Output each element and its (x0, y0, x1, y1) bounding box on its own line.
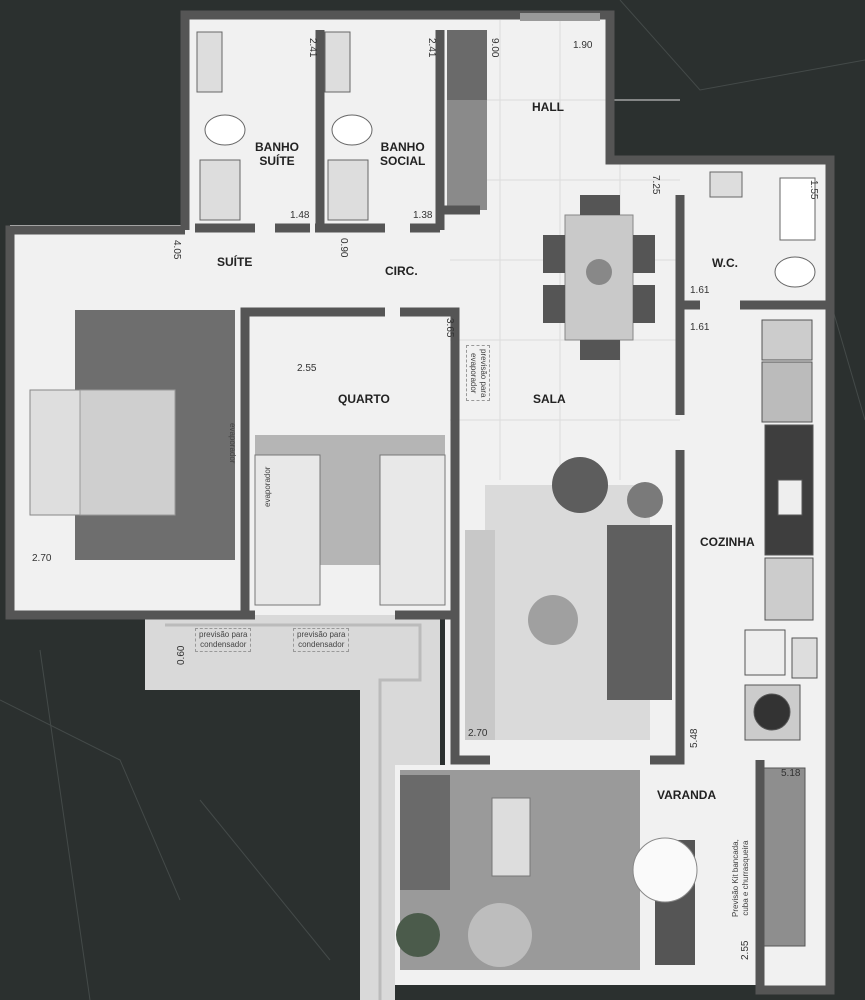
dim-circ-w: 0.90 (338, 238, 349, 258)
dim-cozinha-w: 1.61 (690, 322, 710, 333)
varanda-round-table (632, 837, 698, 903)
dining-chairs (543, 195, 655, 360)
terrace (145, 615, 440, 1000)
dim-banho-social-h: 2.41 (426, 38, 437, 58)
dim-cozinha-h: 5.48 (689, 728, 700, 748)
kitchen-fixtures (744, 319, 818, 947)
varanda-sofa (400, 775, 450, 890)
varanda-table (491, 797, 531, 877)
quarto-bed-1 (254, 454, 321, 606)
room-hall: HALL (532, 100, 564, 114)
dim-quarto-w: 2.55 (297, 363, 317, 374)
dim-suite-h: 4.05 (171, 240, 182, 260)
note-condensador-1: previsão para condensador (195, 628, 252, 652)
dim-banho-suite-h: 2.41 (307, 38, 318, 58)
dim-wc-w: 1.61 (690, 285, 710, 296)
dim-suite-w: 2.70 (32, 553, 52, 564)
room-banho-suite: BANHO SUÍTE (255, 140, 299, 168)
dim-banho-suite-w: 1.48 (290, 210, 310, 221)
side-table (627, 482, 663, 518)
room-circ: CIRC. (385, 264, 418, 278)
dim-varanda-w: 5.18 (781, 768, 801, 779)
room-quarto: QUARTO (338, 392, 390, 406)
varanda-armchair (468, 903, 532, 967)
dim-hall-w: 1.90 (573, 40, 593, 51)
dim-sala-h: 7.25 (650, 175, 661, 195)
dim-condensador-h: 0.60 (176, 645, 187, 665)
room-banho-social: BANHO SOCIAL (380, 140, 426, 168)
sofa (607, 525, 672, 700)
dim-hall-h: 9.00 (489, 38, 500, 58)
room-wc: W.C. (712, 256, 738, 270)
note-evaporador-sala: previsão para evaporador (466, 345, 490, 402)
note-evaporador-quarto: evaporador (263, 466, 272, 507)
note-kit-varanda: Previsão Kit bancada, cuba e churrasquei… (731, 839, 750, 917)
dim-sala-w: 2.70 (468, 728, 488, 739)
bathroom-fixtures (196, 31, 816, 288)
note-condensador-2: previsão para condensador (293, 628, 350, 652)
room-varanda: VARANDA (657, 788, 717, 802)
note-evaporador-suite: evaporador (228, 423, 237, 464)
dim-varanda-h: 2.55 (740, 940, 751, 960)
dim-wc-h: 1.55 (808, 180, 819, 200)
entry-door (520, 13, 600, 21)
quarto-bed-2 (379, 454, 446, 606)
plant (396, 913, 440, 957)
dim-banho-social-w: 1.38 (413, 210, 433, 221)
armchair (552, 457, 608, 513)
room-suite: SUÍTE (217, 255, 253, 269)
walls (5, 10, 835, 995)
dim-quarto-h: 3.65 (444, 318, 455, 338)
room-sala: SALA (533, 392, 566, 406)
room-cozinha: COZINHA (700, 535, 755, 549)
coffee-table (528, 595, 578, 645)
tile-grid (450, 20, 680, 480)
